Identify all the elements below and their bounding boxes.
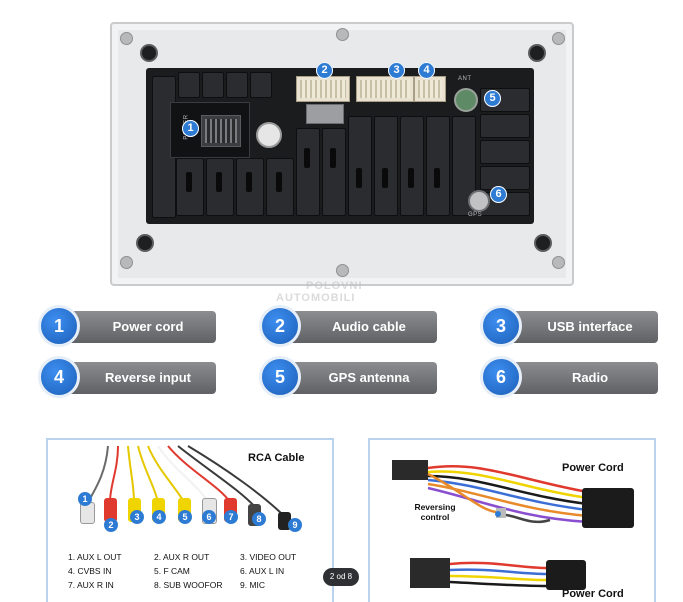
- mount-knob-icon: [138, 236, 152, 250]
- mount-knob-icon: [530, 46, 544, 60]
- brand-logo-icon: [256, 122, 282, 148]
- usb-connector: [356, 76, 414, 102]
- legend-label: GPS antenna: [328, 370, 410, 385]
- screw-icon: [336, 28, 349, 41]
- power-cord-title-bottom: Power Cord: [562, 588, 624, 600]
- legend-usb-interface: 3 USB interface: [480, 305, 658, 347]
- rca-port-item: 6. AUX L IN: [240, 566, 285, 576]
- power-harness-drawing: [392, 460, 634, 590]
- legend-label: Audio cable: [332, 319, 406, 334]
- heatsink-board: POWER ANT GPS 1 2 3 4 5 6: [146, 62, 534, 224]
- screw-icon: [120, 256, 133, 269]
- legend-number: 4: [38, 356, 80, 398]
- mount-knob-icon: [536, 236, 550, 250]
- rca-title: RCA Cable: [248, 452, 305, 464]
- badge-3: 3: [388, 62, 405, 79]
- legend-number: 1: [38, 305, 80, 347]
- legend-power-cord: 1 Power cord: [38, 305, 216, 347]
- badge-1: 1: [182, 120, 199, 137]
- legend-label: Power cord: [112, 319, 184, 334]
- rca-port-item: 7. AUX R IN: [68, 580, 114, 590]
- audio-connector: [296, 76, 350, 102]
- rca-port-item: 2. AUX R OUT: [154, 552, 210, 562]
- legend-gps-antenna: 5 GPS antenna: [259, 356, 437, 398]
- gps-label: GPS: [468, 212, 483, 218]
- rca-port-item: 5. F CAM: [154, 566, 190, 576]
- screw-icon: [552, 256, 565, 269]
- legend-number: 2: [259, 305, 301, 347]
- radio-port: [468, 190, 490, 212]
- port-badge: 3: [130, 510, 144, 524]
- port-badge: 7: [224, 510, 238, 524]
- aux-connector: [306, 104, 344, 124]
- port-badge: 1: [78, 492, 92, 506]
- legend-number: 5: [259, 356, 301, 398]
- badge-2: 2: [316, 62, 333, 79]
- rca-port-item: 1. AUX L OUT: [68, 552, 122, 562]
- port-badge: 8: [252, 512, 266, 526]
- rca-cable-panel: RCA Cable 1 2 3 4 5 6 7 8 9 1. AUX L OUT…: [46, 438, 334, 602]
- power-cord-panel: Power Cord Reversing control Power Cord: [368, 438, 656, 602]
- badge-5: 5: [484, 90, 501, 107]
- watermark: POLOVNI AUTOMOBILI: [276, 280, 363, 304]
- rca-port-item: 8. SUB WOOFOR: [154, 580, 223, 590]
- image-pager[interactable]: 2 od 8: [323, 568, 359, 586]
- legend-reverse-input: 4 Reverse input: [38, 356, 216, 398]
- legend-number: 3: [480, 305, 522, 347]
- legend-label: USB interface: [547, 319, 633, 334]
- rca-port-item: 3. VIDEO OUT: [240, 552, 297, 562]
- reverse-connector: [414, 76, 446, 102]
- rca-port-item: 9. MIC: [240, 580, 266, 590]
- mount-knob-icon: [142, 46, 156, 60]
- port-badge: 9: [288, 518, 302, 532]
- rca-cable-drawing: [87, 445, 285, 517]
- legend-label: Radio: [571, 370, 609, 385]
- ant-label: ANT: [458, 76, 472, 82]
- legend-number: 6: [480, 356, 522, 398]
- legend-radio: 6 Radio: [480, 356, 658, 398]
- reversing-control-label: Reversing control: [414, 502, 456, 522]
- screw-icon: [120, 32, 133, 45]
- legend-audio-cable: 2 Audio cable: [259, 305, 437, 347]
- screw-icon: [336, 264, 349, 277]
- port-badge: 5: [178, 510, 192, 524]
- badge-6: 6: [490, 186, 507, 203]
- power-cord-title: Power Cord: [562, 462, 624, 474]
- legend-label: Reverse input: [105, 370, 191, 385]
- badge-4: 4: [418, 62, 435, 79]
- rca-port-item: 4. CVBS IN: [68, 566, 112, 576]
- screw-icon: [552, 32, 565, 45]
- rca-port-list: 1. AUX L OUT 2. AUX R OUT 3. VIDEO OUT 4. …: [68, 550, 328, 592]
- gps-antenna-port: [454, 88, 478, 112]
- port-badge: 2: [104, 518, 118, 532]
- port-badge: 6: [202, 510, 216, 524]
- port-badge: 4: [152, 510, 166, 524]
